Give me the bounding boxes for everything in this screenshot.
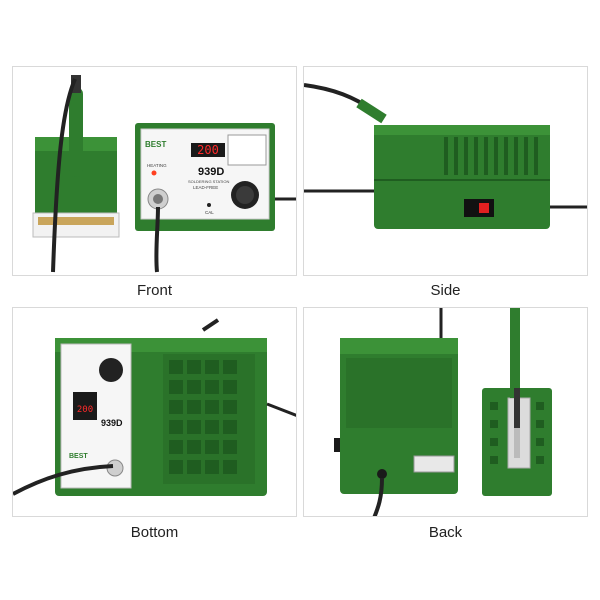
temperature-display-bottom: 200	[77, 405, 93, 415]
brand-label-bottom: BEST	[69, 453, 88, 460]
caption-bottom: Bottom	[130, 524, 179, 541]
caption-front: Front	[136, 282, 172, 299]
side-view-photo	[304, 83, 587, 229]
back-view-photo	[334, 308, 552, 516]
front-view-panel: 200 BEST 939D SOLDERING STATION LEAD-FRE…	[12, 66, 297, 276]
subtitle-label-front: SOLDERING STATION	[188, 179, 230, 184]
heating-label-front: HEATING	[147, 163, 167, 168]
side-view-panel	[303, 66, 588, 276]
brand-label-front: BEST	[145, 140, 166, 149]
caption-side: Side	[430, 282, 461, 299]
heating-led	[151, 170, 157, 176]
model-label-bottom: 939D	[101, 418, 123, 428]
back-view-panel	[303, 307, 588, 517]
bottom-view-photo: 200 939D BEST	[13, 318, 296, 496]
front-view-photo: 200 BEST 939D SOLDERING STATION LEAD-FRE…	[32, 75, 296, 273]
bottom-view-panel: 200 939D BEST	[12, 307, 297, 517]
leadfree-label-front: LEAD-FREE	[193, 185, 218, 190]
caption-back: Back	[428, 524, 463, 541]
cal-label-front: CAL	[205, 210, 214, 215]
model-label-front: 939D	[198, 166, 224, 178]
rating-label	[413, 455, 455, 473]
temperature-knob-bottom	[99, 358, 123, 382]
temperature-display-front: 200	[197, 143, 219, 157]
